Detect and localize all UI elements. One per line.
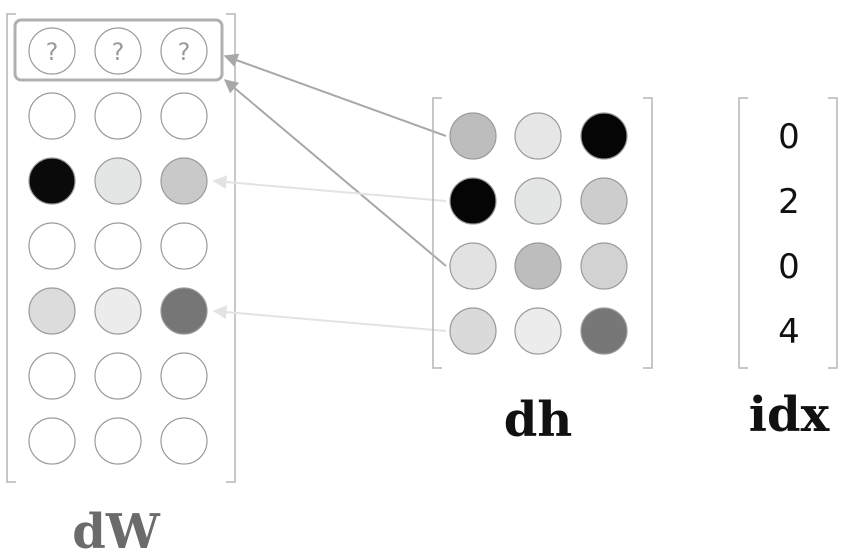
dw-cell [28, 417, 76, 465]
dw-left-bracket [6, 13, 16, 483]
dw-cells [28, 92, 208, 465]
dw-cell [28, 352, 76, 400]
dh-cells [449, 112, 628, 355]
dw-cell [28, 222, 76, 270]
scatter-arrow [212, 305, 447, 332]
scatter-arrow [223, 79, 447, 267]
dw-cell [28, 92, 76, 140]
dw-placeholder-row: ??? [28, 27, 208, 75]
dw-unknown-mark: ? [112, 38, 125, 66]
dw-cell [94, 92, 142, 140]
idx-left-bracket [738, 97, 748, 369]
scatter-arrow [212, 175, 447, 202]
dw-cell [94, 157, 142, 205]
dh-cell [514, 242, 562, 290]
dw-cell [160, 287, 208, 335]
idx-value: 4 [778, 312, 800, 352]
dw-unknown-mark: ? [46, 38, 59, 66]
dw-cell [160, 222, 208, 270]
idx-vector: 0 2 0 4 idx [738, 97, 838, 443]
dw-unknown-cell [28, 27, 76, 75]
dh-cell [580, 112, 628, 160]
idx-value: 2 [778, 182, 800, 222]
idx-right-bracket [828, 97, 838, 369]
dh-cell [449, 177, 497, 225]
scatter-arrow [223, 53, 447, 137]
dh-cell [580, 242, 628, 290]
dw-cell [28, 157, 76, 205]
dh-right-bracket [643, 97, 653, 369]
dw-cell [94, 417, 142, 465]
dw-cell [160, 417, 208, 465]
dh-cell [449, 307, 497, 355]
dw-cell [160, 92, 208, 140]
dw-cell [160, 157, 208, 205]
dw-cell [28, 287, 76, 335]
dh-left-bracket [432, 97, 442, 369]
dw-unknown-mark: ? [178, 38, 191, 66]
dw-unknown-cell [94, 27, 142, 75]
dw-unknown-cell [160, 27, 208, 75]
dw-cell [160, 352, 208, 400]
dw-right-bracket [226, 13, 236, 483]
dh-matrix: dh [432, 97, 653, 448]
dw-matrix: ??? dW [6, 13, 236, 556]
dw-cell [94, 287, 142, 335]
dw-highlight-row-box [13, 18, 224, 82]
dh-cell [449, 112, 497, 160]
dh-cell [449, 242, 497, 290]
idx-value: 0 [778, 247, 800, 287]
dh-cell [580, 307, 628, 355]
dh-label: dh [504, 392, 572, 448]
idx-label: idx [749, 387, 830, 443]
scatter-arrows [212, 53, 447, 332]
dh-cell [580, 177, 628, 225]
dw-cell [94, 222, 142, 270]
dw-cell [94, 352, 142, 400]
idx-values: 0 2 0 4 [778, 117, 800, 352]
dh-cell [514, 307, 562, 355]
dw-label: dW [72, 504, 161, 556]
idx-value: 0 [778, 117, 800, 157]
dh-cell [514, 112, 562, 160]
dh-cell [514, 177, 562, 225]
